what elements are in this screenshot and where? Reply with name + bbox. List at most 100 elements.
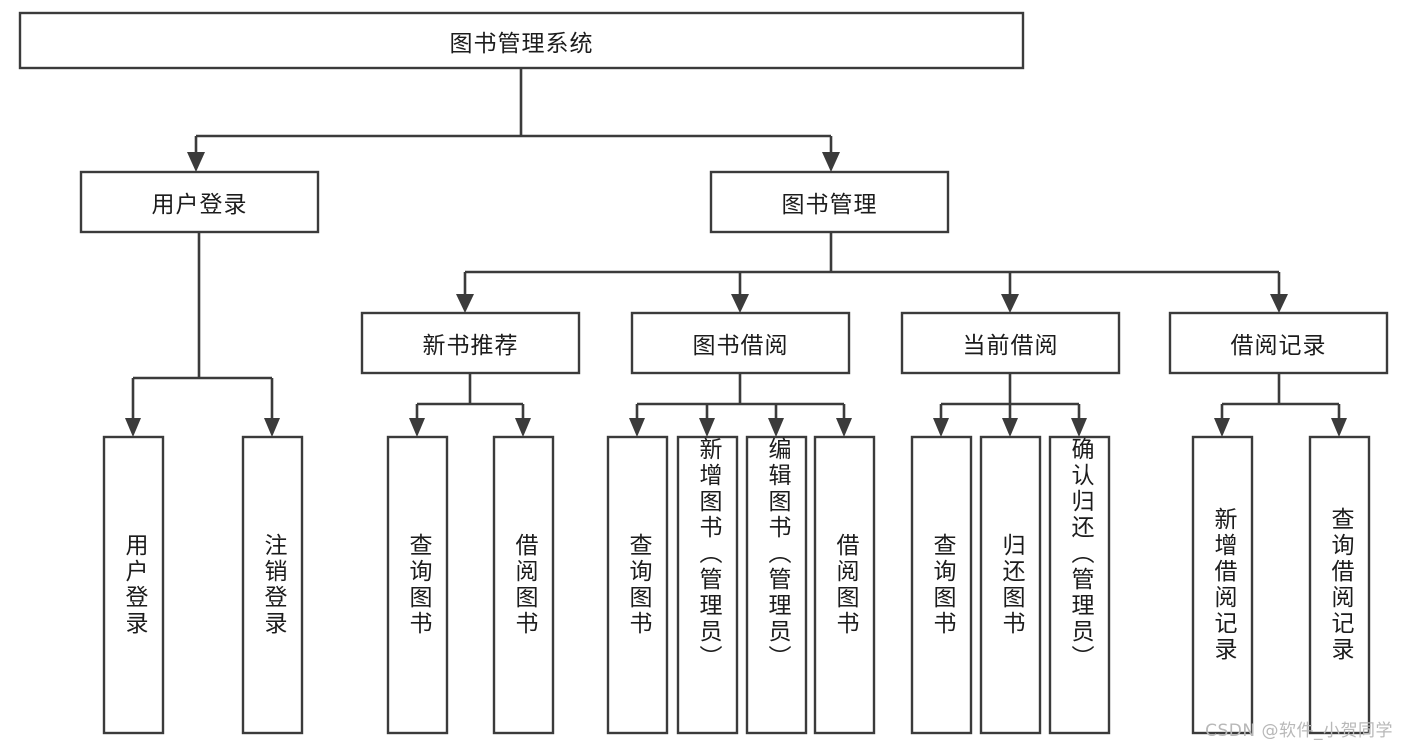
leaf-logout-label-wrap: 注销登录 [260, 533, 286, 637]
arrow-head-leaf-borrow-book-1 [515, 418, 531, 437]
arrow-head-book-borrow [731, 294, 749, 313]
leaf-query-record-box[interactable] [1308, 435, 1371, 735]
node-current-borrow-box[interactable] [900, 311, 1121, 375]
leaf-borrow-book-2-label-wrap: 借阅图书 [832, 533, 858, 637]
leaf-borrow-book-2-box[interactable] [813, 435, 876, 735]
leaf-return-book-box[interactable] [979, 435, 1042, 735]
node-new-book-recommend-box[interactable] [360, 311, 581, 375]
arrow-head-leaf-query-book-1 [409, 418, 425, 437]
arrow-head-leaf-add-record [1214, 418, 1230, 437]
leaf-query-book-1-box[interactable] [386, 435, 449, 735]
leaf-query-book-1-label-wrap: 查询图书 [405, 533, 431, 637]
watermark: CSDN @软件_小贺同学 [1205, 721, 1393, 741]
leaf-confirm-return-label: 确认归还（管理员） [1067, 437, 1093, 671]
node-current-borrow[interactable]: 当前借阅 [900, 311, 1121, 375]
leaf-logout-label: 注销登录 [260, 533, 286, 637]
arrow-head-user-login [187, 152, 205, 172]
arrow-head-leaf-logout [264, 418, 280, 437]
connector-group-book-management [456, 232, 1288, 313]
leaf-borrow-book-1[interactable]: 借阅图书 [492, 435, 555, 735]
connector-group-root [187, 68, 840, 172]
node-book-management[interactable]: 图书管理 [709, 170, 950, 234]
leaf-user-login-label-wrap: 用户登录 [121, 533, 147, 637]
leaf-add-record-label: 新增借阅记录 [1210, 507, 1236, 663]
node-book-borrow[interactable]: 图书借阅 [630, 311, 851, 375]
arrow-head-new-book-recommend [456, 294, 474, 313]
node-root[interactable]: 图书管理系统 [18, 11, 1025, 70]
node-borrow-record[interactable]: 借阅记录 [1168, 311, 1389, 375]
node-book-management-label-wrap: 图书管理 [781, 192, 878, 218]
leaf-query-record-label: 查询借阅记录 [1327, 507, 1353, 663]
leaf-edit-book-label: 编辑图书（管理员） [764, 437, 790, 671]
leaf-query-book-2-label: 查询图书 [625, 533, 651, 637]
node-book-management-box[interactable] [709, 170, 950, 234]
leaf-add-record-label-wrap: 新增借阅记录 [1210, 507, 1236, 663]
leaf-user-login[interactable]: 用户登录 [102, 435, 165, 735]
leaf-query-book-2-box[interactable] [606, 435, 669, 735]
leaf-borrow-book-1-box[interactable] [492, 435, 555, 735]
connector-group-borrow-record [1214, 373, 1347, 437]
leaf-add-record[interactable]: 新增借阅记录 [1191, 435, 1254, 735]
leaf-confirm-return-box[interactable] [1048, 435, 1111, 735]
node-user-login-label-wrap: 用户登录 [151, 192, 248, 218]
leaf-confirm-return[interactable]: 确认归还（管理员） [1048, 435, 1111, 735]
node-current-borrow-label-wrap: 当前借阅 [962, 333, 1059, 359]
node-root-box[interactable] [18, 11, 1025, 70]
node-user-login-label: 用户登录 [151, 192, 248, 218]
node-book-borrow-label-wrap: 图书借阅 [693, 333, 788, 359]
leaf-query-book-3-box[interactable] [910, 435, 973, 735]
node-book-borrow-box[interactable] [630, 311, 851, 375]
leaf-return-book[interactable]: 归还图书 [979, 435, 1042, 735]
connector-group-current-borrow [933, 373, 1087, 437]
leaf-add-book-label: 新增图书（管理员） [695, 437, 721, 671]
leaf-query-book-3[interactable]: 查询图书 [910, 435, 973, 735]
leaf-query-record[interactable]: 查询借阅记录 [1308, 435, 1371, 735]
leaf-query-book-2[interactable]: 查询图书 [606, 435, 669, 735]
node-root-label: 图书管理系统 [449, 30, 594, 57]
arrow-head-leaf-edit-book [768, 418, 784, 437]
arrow-head-leaf-query-record [1331, 418, 1347, 437]
node-user-login-box[interactable] [79, 170, 320, 234]
leaf-borrow-book-1-label-wrap: 借阅图书 [511, 533, 537, 637]
leaf-return-book-label-wrap: 归还图书 [998, 533, 1024, 637]
node-borrow-record-box[interactable] [1168, 311, 1389, 375]
leaf-query-book-3-label-wrap: 查询图书 [929, 533, 955, 637]
node-borrow-record-label: 借阅记录 [1230, 333, 1327, 359]
leaf-borrow-book-1-label: 借阅图书 [511, 533, 537, 637]
connector-group-user-login [125, 232, 280, 437]
leaf-add-book-label-wrap: 新增图书（管理员） [695, 437, 721, 671]
leaf-query-book-2-label-wrap: 查询图书 [625, 533, 651, 637]
leaf-borrow-book-2-label: 借阅图书 [832, 533, 858, 637]
leaf-logout[interactable]: 注销登录 [241, 435, 304, 735]
arrow-head-leaf-return-book [1002, 418, 1018, 437]
leaf-borrow-book-2[interactable]: 借阅图书 [813, 435, 876, 735]
connector-group-new-book-recommend [409, 373, 531, 437]
arrow-head-book-management [822, 152, 840, 172]
leaf-edit-book[interactable]: 编辑图书（管理员） [745, 435, 808, 735]
leaf-user-login-label: 用户登录 [121, 533, 147, 637]
node-book-management-label: 图书管理 [781, 192, 878, 218]
leaf-confirm-return-label-wrap: 确认归还（管理员） [1067, 437, 1093, 671]
node-user-login[interactable]: 用户登录 [79, 170, 320, 234]
leaf-query-book-3-label: 查询图书 [929, 533, 955, 637]
node-current-borrow-label: 当前借阅 [962, 333, 1059, 359]
node-root-label-wrap: 图书管理系统 [449, 30, 594, 57]
node-new-book-recommend[interactable]: 新书推荐 [360, 311, 581, 375]
leaf-logout-box[interactable] [241, 435, 304, 735]
leaf-query-book-1[interactable]: 查询图书 [386, 435, 449, 735]
leaf-edit-book-box[interactable] [745, 435, 808, 735]
leaf-user-login-box[interactable] [102, 435, 165, 735]
arrow-head-leaf-confirm-return [1071, 418, 1087, 437]
leaf-edit-book-label-wrap: 编辑图书（管理员） [764, 437, 790, 671]
leaf-query-record-label-wrap: 查询借阅记录 [1327, 507, 1353, 663]
leaf-add-book-box[interactable] [676, 435, 739, 735]
leaf-add-record-box[interactable] [1191, 435, 1254, 735]
node-new-book-recommend-label-wrap: 新书推荐 [423, 333, 518, 359]
arrow-head-borrow-record [1270, 294, 1288, 313]
arrow-head-leaf-query-book-3 [933, 418, 949, 437]
leaf-add-book[interactable]: 新增图书（管理员） [676, 435, 739, 735]
connector-group-book-borrow [629, 373, 852, 437]
arrow-head-leaf-borrow-book-2 [836, 418, 852, 437]
leaf-query-book-1-label: 查询图书 [405, 533, 431, 637]
